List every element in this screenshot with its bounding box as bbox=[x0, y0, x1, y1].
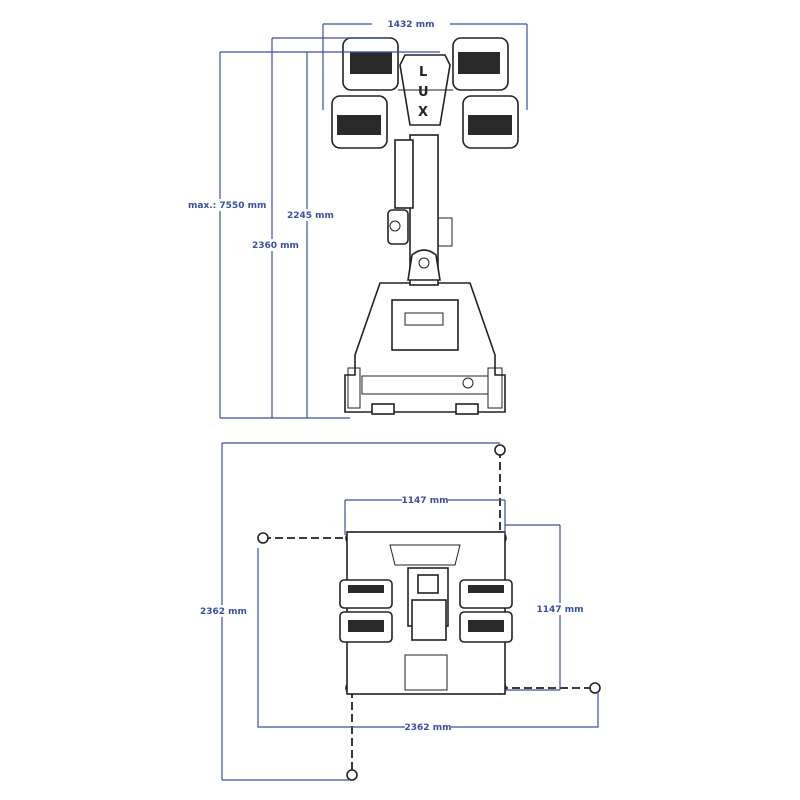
height-2245-label: 2245 mm bbox=[287, 211, 334, 221]
lamp-right-top bbox=[459, 579, 513, 609]
front-view: L U X bbox=[331, 37, 519, 415]
cable-box bbox=[394, 139, 414, 209]
top-dimensions: 1147 mm 1147 mm 2362 mm 2362 mm bbox=[198, 442, 599, 781]
winch bbox=[387, 209, 409, 245]
max-height-label: max.: 7550 mm bbox=[188, 201, 266, 211]
lamp-top-right bbox=[452, 37, 509, 91]
outrigger-depth-label: 2362 mm bbox=[200, 607, 247, 617]
logo-u: U bbox=[418, 85, 429, 100]
lamp-bottom-left bbox=[331, 95, 388, 149]
top-view bbox=[257, 444, 601, 781]
inner-width-label: 1147 mm bbox=[402, 496, 449, 506]
lamp-left-bottom bbox=[339, 611, 393, 643]
lamp-right-bottom bbox=[459, 611, 513, 643]
front-dimensions: 1432 mm max.: 7550 mm 2360 mm 2245 mm bbox=[185, 18, 528, 419]
lamp-left-top bbox=[339, 579, 393, 609]
lamp-bottom-right bbox=[462, 95, 519, 149]
lamp-top-left bbox=[342, 37, 399, 91]
height-2360-label: 2360 mm bbox=[252, 241, 299, 251]
width-1432-label: 1432 mm bbox=[388, 20, 435, 30]
logo-l: L bbox=[419, 65, 427, 80]
display bbox=[404, 312, 444, 326]
inner-depth-label: 1147 mm bbox=[537, 605, 584, 615]
outrigger-width-label: 2362 mm bbox=[405, 723, 452, 733]
logo-x: X bbox=[418, 105, 428, 120]
